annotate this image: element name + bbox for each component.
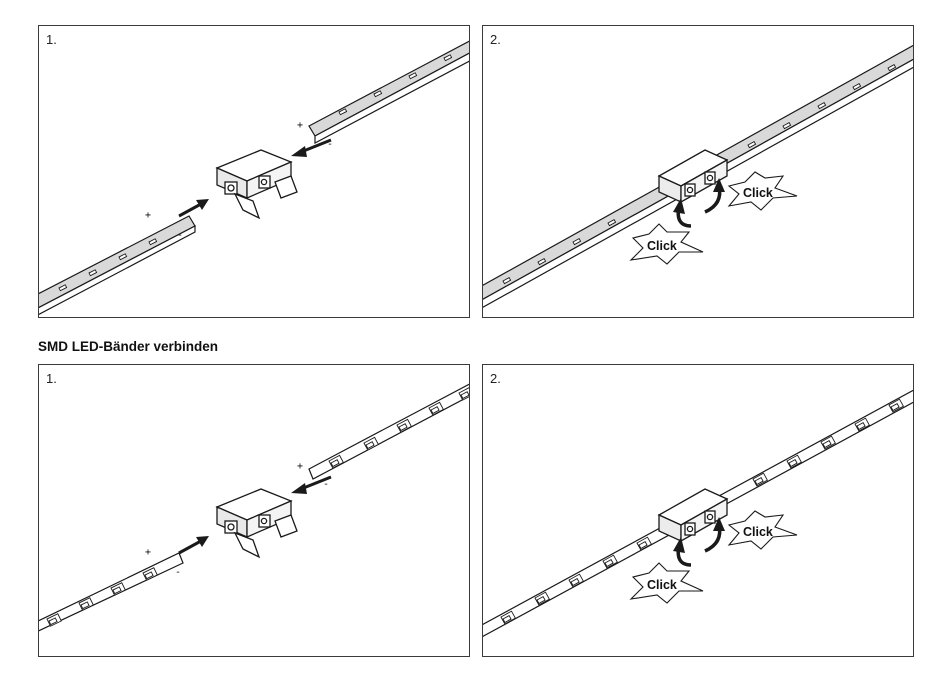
insert-arrow-right — [291, 475, 332, 494]
step-number: 1. — [46, 32, 57, 47]
smd-step-1-illustration: + - — [39, 383, 469, 632]
click-burst-right: Click — [727, 171, 798, 211]
panel-smd-step-2: 2. — [482, 364, 914, 657]
click-burst-left: Click — [629, 223, 704, 265]
panel-cob-step-1: 1. + - — [38, 25, 470, 318]
connector-open — [215, 488, 298, 559]
cob-step-2-illustration: Click Click — [483, 44, 913, 308]
section-title: SMD LED-Bänder verbinden — [38, 339, 219, 354]
led-strip-left — [39, 215, 196, 316]
panel-cob-step-2: 2. — [482, 25, 914, 318]
insert-arrow-left — [178, 536, 209, 555]
plus-mark: + — [145, 210, 151, 221]
click-burst-right: Click — [727, 510, 798, 550]
connector-open — [215, 149, 298, 220]
step-number: 2. — [490, 32, 501, 47]
minus-mark: - — [323, 479, 329, 490]
plus-mark: + — [145, 547, 151, 558]
plus-mark: + — [297, 120, 303, 131]
minus-mark: - — [177, 230, 183, 241]
smd-strip-left — [39, 552, 184, 632]
panel-smd-step-1: 1. + - — [38, 364, 470, 657]
click-label: Click — [743, 186, 773, 200]
click-arrow-lower — [673, 198, 692, 228]
plus-mark: + — [297, 461, 303, 472]
click-label: Click — [647, 578, 677, 592]
click-burst-left: Click — [629, 562, 704, 604]
cob-step-1-illustration: + - — [39, 40, 469, 316]
click-arrow-upper — [704, 178, 725, 214]
click-arrow-lower — [673, 537, 692, 567]
insert-arrow-left — [178, 199, 209, 218]
connector-closed — [657, 488, 729, 543]
click-label: Click — [647, 239, 677, 253]
minus-mark: - — [327, 139, 333, 150]
step-number: 2. — [490, 371, 501, 386]
led-strip-right — [308, 40, 469, 144]
step-number: 1. — [46, 371, 57, 386]
insert-arrow-right — [291, 138, 332, 157]
click-label: Click — [743, 525, 773, 539]
connector-closed — [657, 149, 729, 204]
smd-strip-right — [308, 383, 469, 480]
minus-mark: - — [175, 567, 181, 578]
click-arrow-upper — [704, 517, 725, 553]
smd-step-2-illustration: Click Click — [483, 389, 913, 637]
